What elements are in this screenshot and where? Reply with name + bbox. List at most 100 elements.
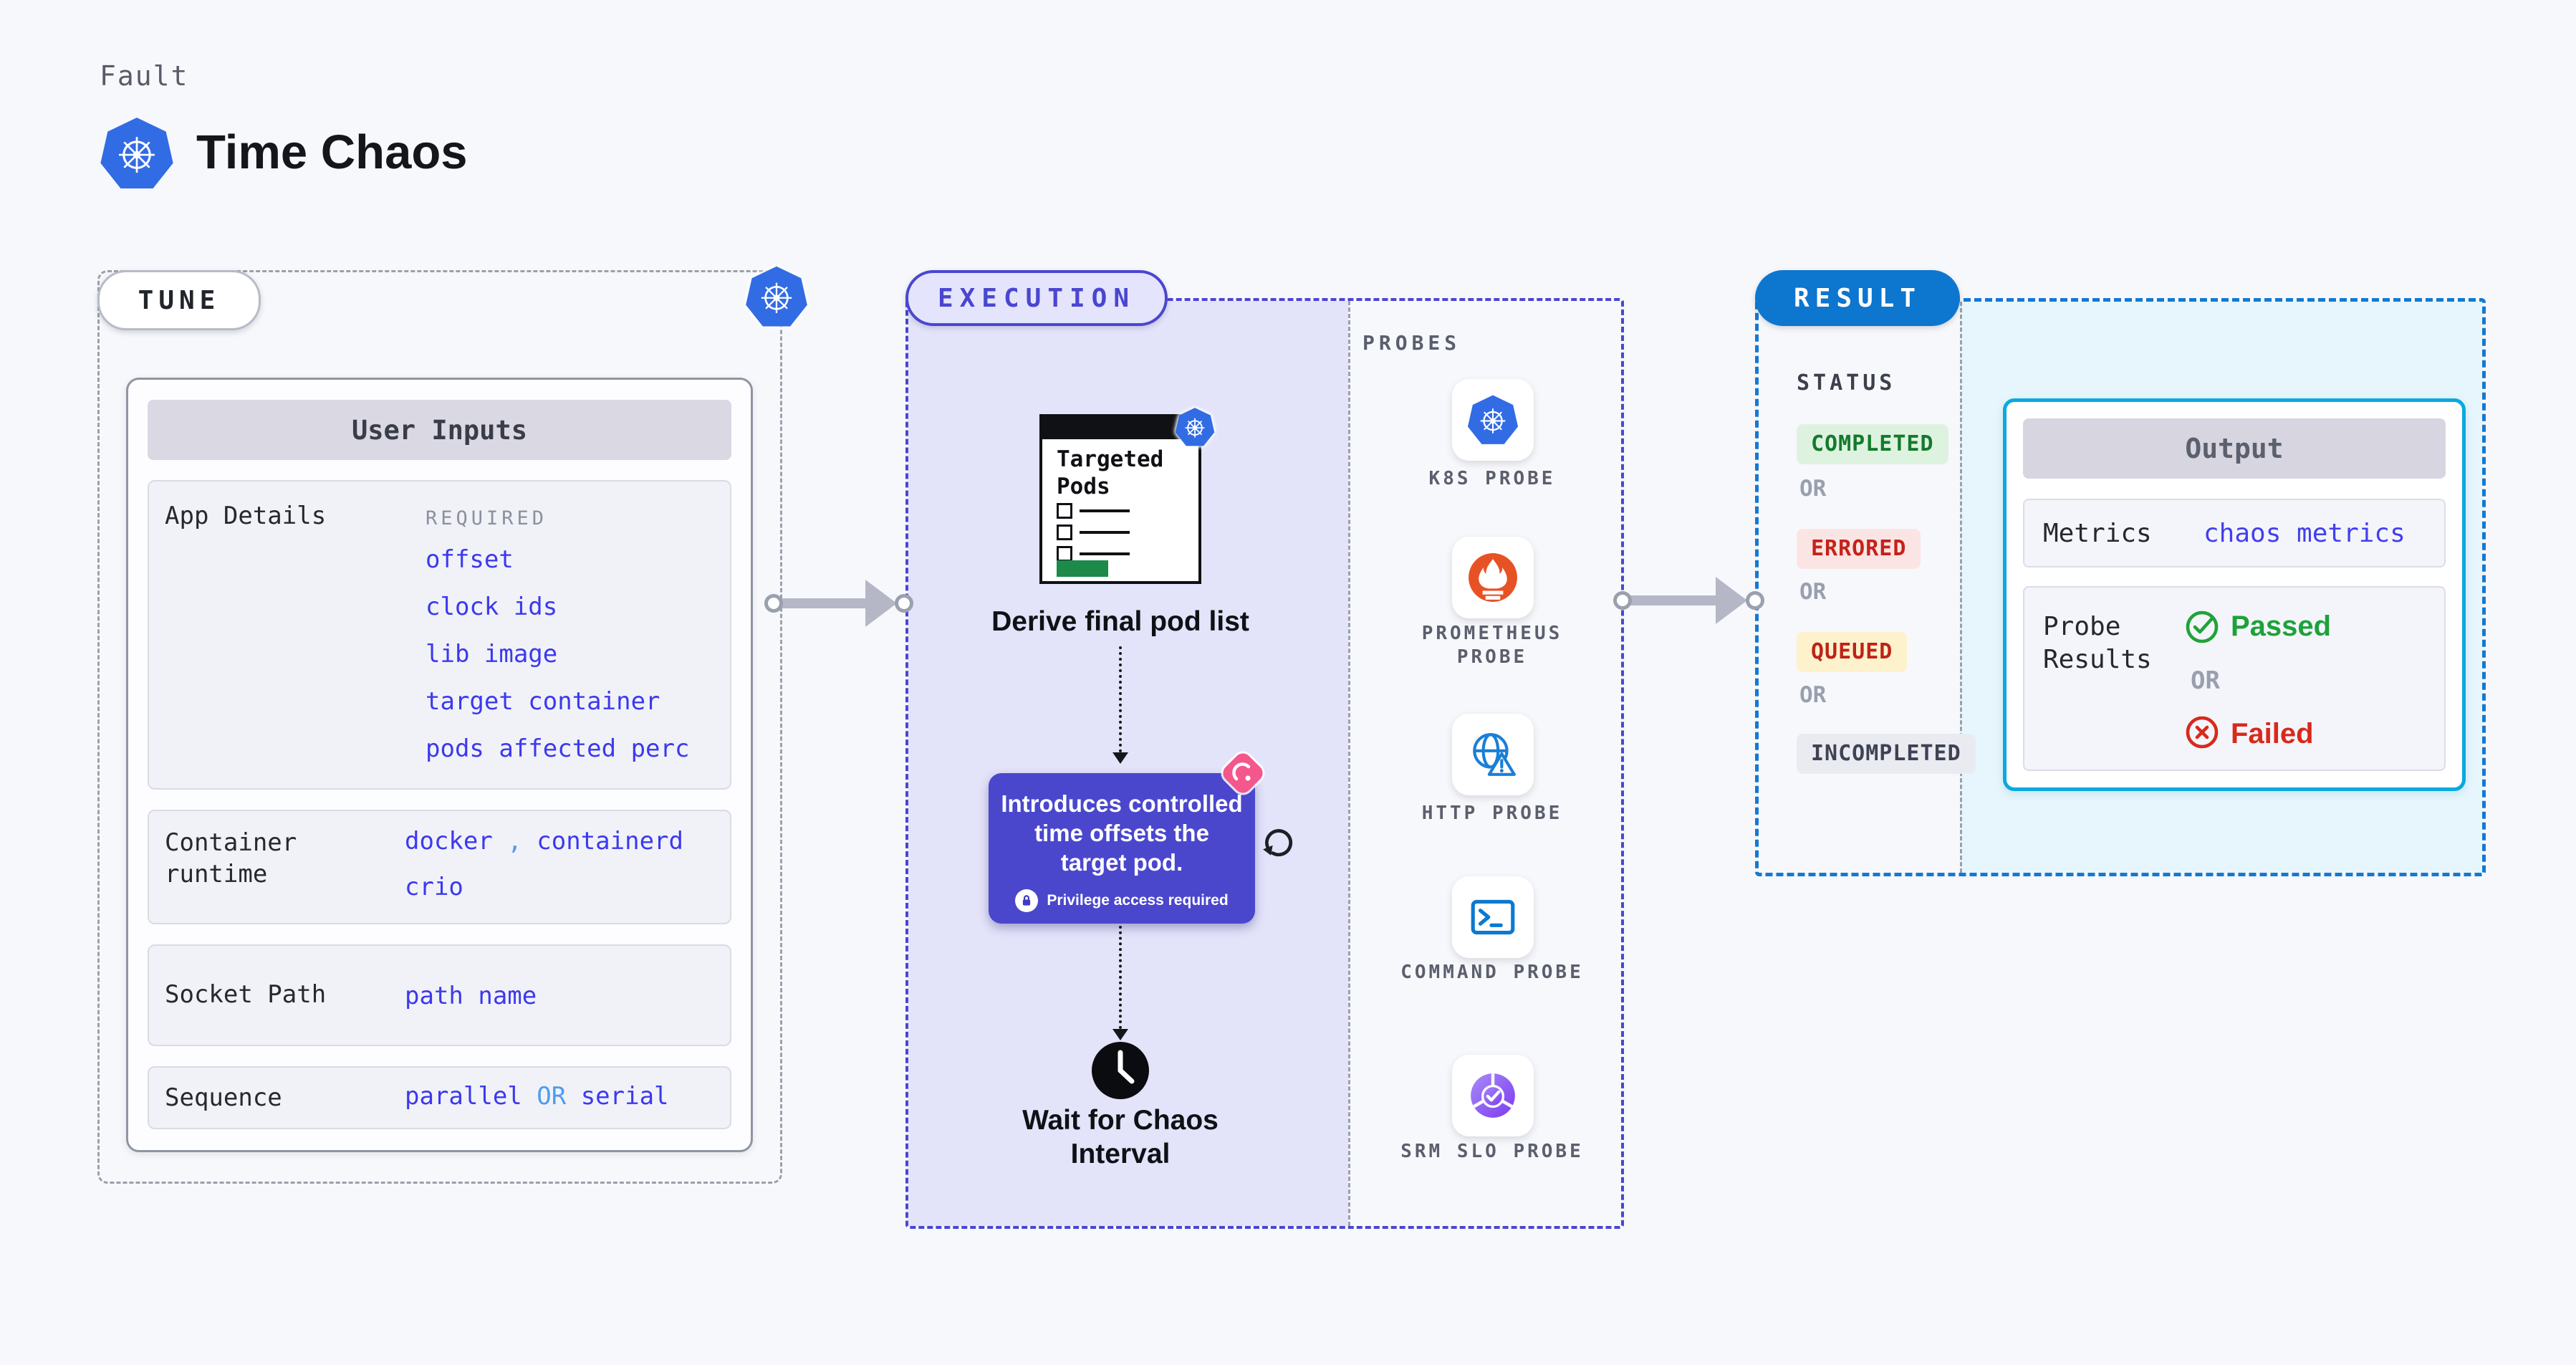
probe-label-k8s: K8S PROBE	[1428, 468, 1556, 489]
status-badge-queued: QUEUED	[1797, 632, 1908, 672]
link-pods-affected-perc: pods affected perc	[426, 734, 690, 763]
socket-path-value: path name	[405, 982, 537, 1010]
container-runtime-section: Container runtime docker , containerd cr…	[148, 810, 731, 924]
or-separator: OR	[1799, 476, 1827, 502]
status-badge-errored: ERRORED	[1797, 529, 1921, 569]
probe-label-command: COMMAND PROBE	[1400, 962, 1584, 983]
metrics-label: Metrics	[2043, 519, 2152, 548]
status-header: STATUS	[1797, 370, 1896, 396]
connector-dot	[1613, 591, 1632, 610]
socket-path-label: Socket Path	[165, 980, 327, 1009]
failed-label: Failed	[2231, 718, 2314, 749]
probe-card-prometheus	[1452, 537, 1534, 618]
list-line	[1080, 509, 1130, 512]
connector-dot	[1746, 591, 1764, 610]
or-separator: OR	[2191, 666, 2220, 695]
tune-section-box	[97, 270, 782, 1184]
metrics-value: chaos metrics	[2203, 519, 2406, 548]
metrics-row: Metrics chaos metrics	[2023, 499, 2446, 567]
terminal-icon	[1471, 899, 1515, 935]
list-line	[1080, 531, 1130, 534]
link-offset: offset	[426, 545, 514, 574]
result-pill: RESULT	[1755, 270, 1960, 326]
user-inputs-card: User Inputs App Details REQUIRED offset …	[126, 378, 753, 1152]
fault-label: Fault	[100, 60, 189, 92]
sequence-section: Sequence parallel OR serial	[148, 1066, 731, 1129]
dotted-connector	[1119, 646, 1122, 752]
probe-card-http	[1452, 714, 1534, 795]
probe-card-srm-slo	[1452, 1055, 1534, 1136]
probes-divider	[1348, 301, 1350, 1226]
chaos-icon	[1219, 749, 1267, 797]
link-target-container: target container	[426, 687, 660, 716]
link-clock-ids: clock ids	[426, 593, 558, 621]
dotted-arrow-head	[1112, 1029, 1128, 1040]
clock-icon	[1090, 1040, 1150, 1104]
connector-dot	[764, 594, 783, 613]
container-runtime-label: Container runtime	[165, 828, 297, 889]
x-circle-icon	[2183, 714, 2221, 755]
flow-arrow-line	[781, 598, 867, 608]
dotted-arrow-head	[1112, 752, 1128, 764]
probe-results-label: Probe Results	[2043, 612, 2152, 674]
lock-icon	[1015, 889, 1039, 912]
probe-card-command	[1452, 876, 1534, 958]
page-title: Time Chaos	[196, 125, 468, 179]
fault-tooltip: Introduces controlled time offsets the t…	[989, 773, 1255, 924]
privilege-badge: Privilege access required	[989, 889, 1255, 912]
privilege-badge-text: Privilege access required	[1047, 892, 1229, 909]
sequence-value: parallel OR serial	[405, 1082, 669, 1111]
sequence-label: Sequence	[165, 1083, 282, 1112]
retry-loop-icon	[1261, 824, 1297, 863]
prometheus-icon	[1469, 553, 1517, 602]
probes-header: PROBES	[1363, 331, 1461, 355]
flow-arrow-head	[1716, 577, 1747, 624]
probe-label-srm-slo: SRM SLO PROBE	[1400, 1141, 1584, 1162]
probe-results-row: Probe Results Passed OR Failed	[2023, 586, 2446, 771]
kubernetes-icon	[745, 265, 808, 332]
execution-pill: EXECUTION	[905, 270, 1168, 326]
flow-arrow-head	[865, 580, 897, 627]
progress-bar	[1057, 560, 1108, 577]
targeted-pods-title: Targeted Pods	[1057, 446, 1164, 499]
comma: ,	[507, 827, 522, 856]
flow-arrow-line	[1630, 595, 1717, 605]
runtime-value-crio: crio	[405, 873, 463, 901]
kubernetes-icon	[1467, 395, 1519, 444]
link-lib-image: lib image	[426, 640, 558, 669]
srm-slo-icon	[1471, 1073, 1515, 1118]
tune-pill: TUNE	[97, 270, 261, 330]
probe-card-k8s	[1452, 379, 1534, 461]
derive-pod-list-label: Derive final pod list	[991, 606, 1249, 637]
checkbox-icon	[1057, 546, 1072, 562]
kubernetes-icon	[1175, 407, 1215, 451]
kubernetes-icon	[100, 116, 174, 194]
or-separator: OR	[1799, 579, 1827, 605]
checkbox-icon	[1057, 503, 1072, 519]
socket-path-section: Socket Path path name	[148, 944, 731, 1046]
checkbox-icon	[1057, 525, 1072, 540]
dotted-connector	[1119, 926, 1122, 1029]
tooltip-text: Introduces controlled time offsets the t…	[1001, 790, 1243, 876]
wait-interval-label: Wait for Chaos Interval	[1022, 1105, 1219, 1169]
passed-label: Passed	[2231, 610, 2332, 642]
or-separator: OR	[1799, 682, 1827, 708]
output-header: Output	[2023, 418, 2446, 479]
runtime-values-line1: docker , containerd	[405, 827, 683, 856]
user-inputs-header: User Inputs	[148, 400, 731, 460]
status-divider	[1960, 302, 1962, 873]
http-globe-icon	[1473, 733, 1516, 776]
list-line	[1080, 552, 1130, 555]
probe-label-prometheus: PROMETHEUS PROBE	[1421, 623, 1563, 668]
connector-dot	[895, 594, 913, 613]
status-badge-incompleted: INCOMPLETED	[1797, 734, 1976, 774]
probe-label-http: HTTP PROBE	[1421, 803, 1563, 824]
app-details-section: App Details REQUIRED offset clock ids li…	[148, 480, 731, 790]
required-tag: REQUIRED	[426, 507, 548, 530]
check-circle-icon	[2183, 608, 2221, 648]
app-details-label: App Details	[165, 502, 327, 530]
output-card: Output Metrics chaos metrics Probe Resul…	[2003, 398, 2466, 791]
clipboard-top-bar	[1042, 416, 1199, 439]
targeted-pods-clipboard: Targeted Pods	[1039, 414, 1201, 584]
